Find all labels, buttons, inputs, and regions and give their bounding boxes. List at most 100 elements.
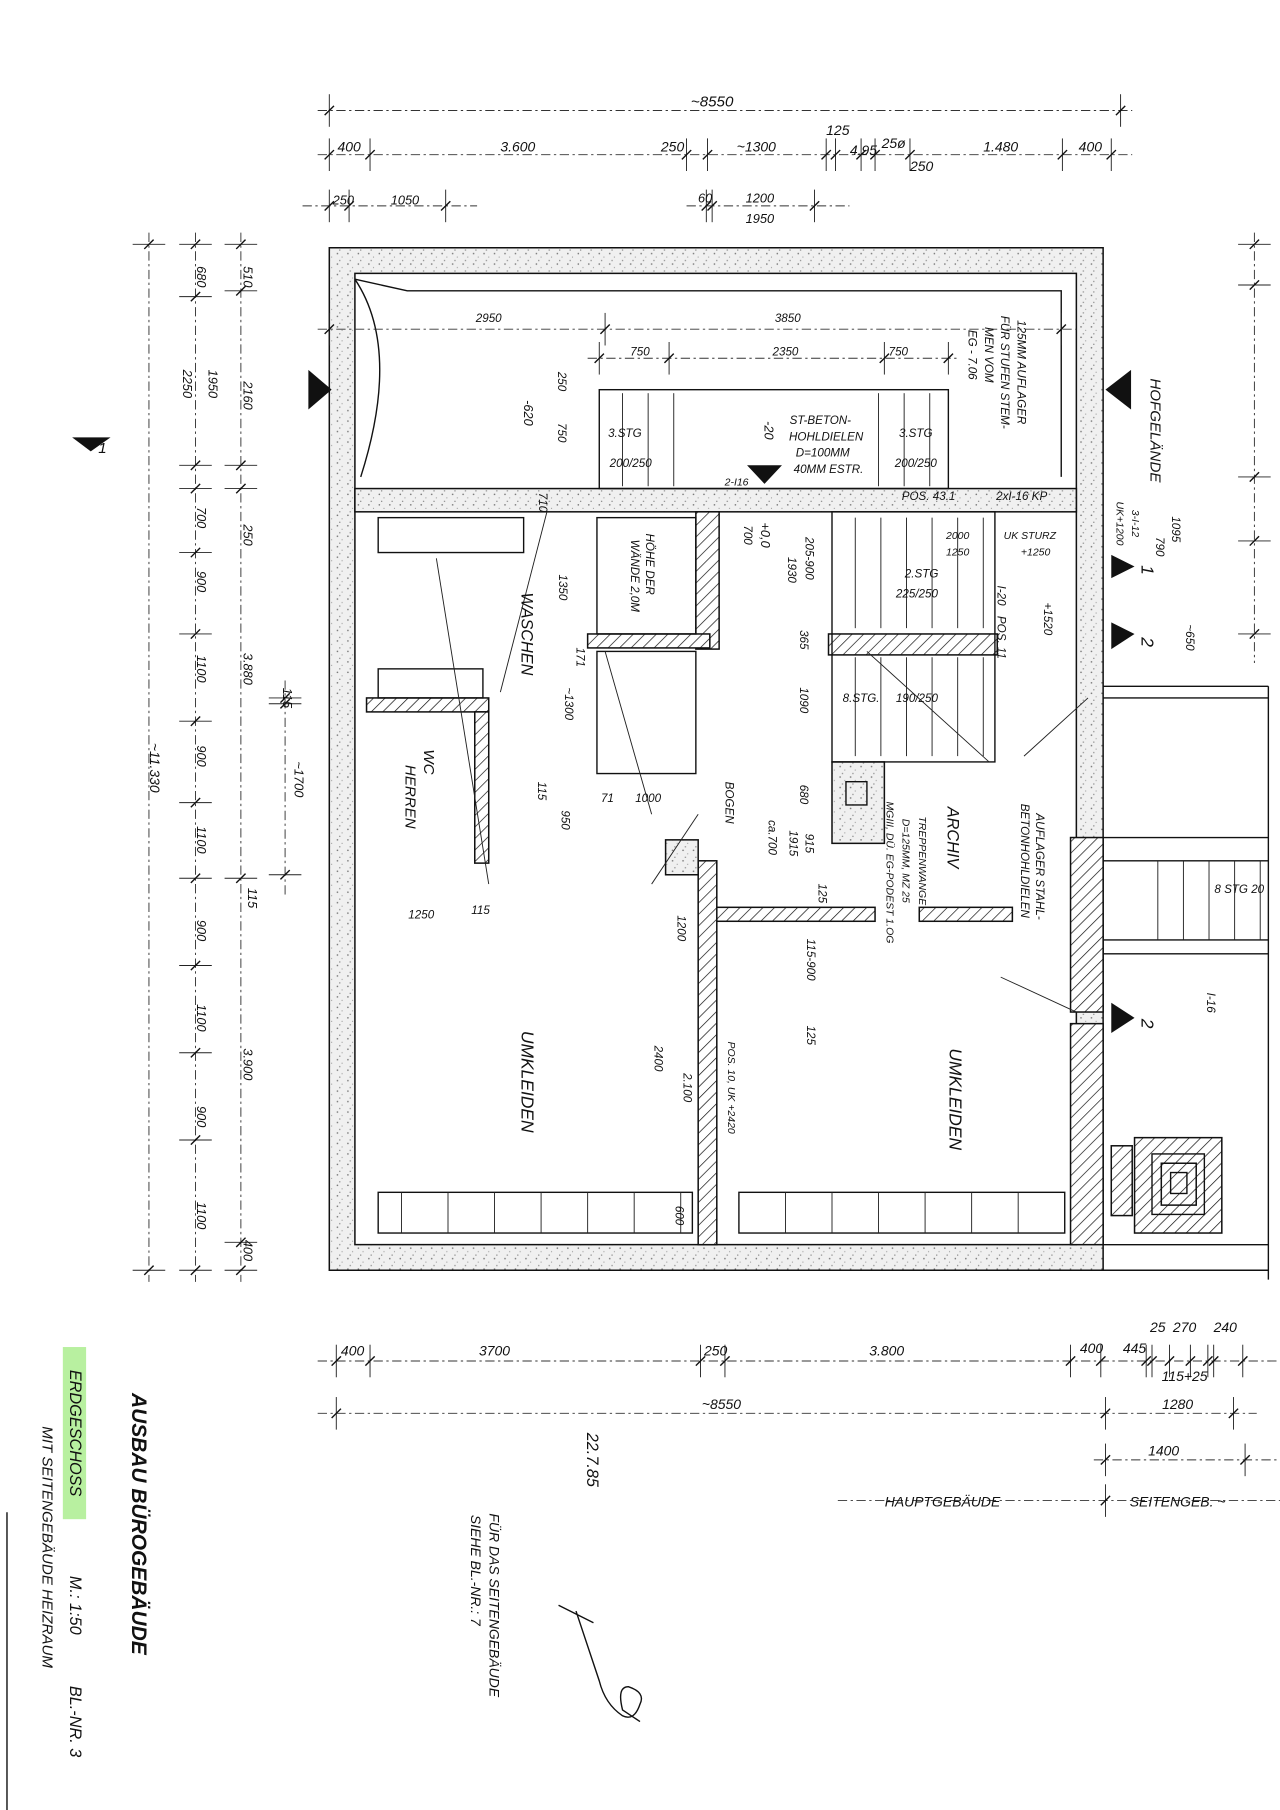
support-note: MEN VOM	[982, 327, 995, 383]
dimension-line	[1056, 324, 1067, 335]
dimension-lines	[132, 94, 1280, 1517]
stair-wall-note: MGIII, DÜ. EG-PODEST 1.OG	[883, 801, 895, 943]
dimension-line	[1249, 239, 1260, 250]
stair-wall	[827, 633, 998, 656]
slab-note: ST-BETON-	[790, 414, 852, 427]
dimension-line	[435, 558, 490, 885]
dim-label: 1400	[1148, 1442, 1179, 1458]
note-line-1: FÜR DAS SEITENGEBÄUDE	[487, 1513, 504, 1697]
dimension-line	[702, 149, 713, 160]
section-label: 1	[1138, 565, 1158, 575]
dimension-line	[855, 149, 867, 160]
dimension-line	[1106, 149, 1117, 160]
dim-label: 400	[337, 138, 361, 154]
lintel-label: 1250	[946, 547, 969, 558]
dim-label: 1100	[194, 1004, 209, 1031]
section-arrow-1	[72, 437, 111, 452]
dimension-line	[324, 149, 335, 160]
dim-label: ~11.330	[147, 743, 163, 793]
beam-label: POS. 10, UK +2420	[725, 1042, 736, 1134]
dim-label: 1280	[1162, 1396, 1193, 1412]
shower-wall	[695, 511, 720, 650]
dim-label: 400	[341, 1342, 365, 1358]
wall-height-note: WÄNDE 2,0M	[628, 540, 641, 613]
dim-label: 250	[332, 193, 354, 208]
section-label: 2	[1138, 636, 1158, 647]
dim-label: 445	[1123, 1340, 1147, 1356]
lintel-label: 2000	[945, 531, 969, 542]
wc-side-wall	[474, 711, 490, 864]
dimension-line	[190, 1265, 201, 1276]
section-label: 2	[1138, 1018, 1158, 1029]
section-arrow-2a	[1111, 622, 1135, 650]
beam-label: I-20	[995, 586, 1008, 607]
beam-label: UK+1200	[1114, 501, 1125, 545]
area-label-hauptgebaeude: HAUPTGEBÄUDE	[885, 1494, 1001, 1510]
dim-label: 1100	[194, 655, 209, 682]
dimension-line	[324, 200, 335, 212]
slab-note: 40MM ESTR.	[794, 463, 864, 476]
dimension-line	[879, 353, 890, 364]
bogen-label: BOGEN	[722, 782, 735, 825]
dim-label: 790	[1153, 537, 1166, 557]
dimension-line	[190, 716, 201, 727]
dimension-line	[190, 628, 201, 640]
dim-label: 171	[573, 648, 586, 667]
dimension-line	[190, 797, 201, 808]
scale-label: M.: 1:50	[66, 1576, 84, 1635]
dim-label: 950	[558, 810, 571, 830]
dim-label: 115	[471, 904, 490, 917]
dim-label: 1950	[205, 370, 220, 398]
dimension-line	[190, 873, 201, 884]
dim-label: 1930	[785, 557, 798, 583]
dim-label: ca.700	[765, 820, 778, 855]
dim-label: 700	[741, 525, 754, 545]
dimension-line	[1141, 1355, 1152, 1367]
slab-note: D=100MM	[796, 447, 850, 460]
dim-label: 250	[909, 158, 934, 174]
umkleiden-divider	[697, 860, 718, 1246]
dimension-line	[1065, 1355, 1076, 1367]
dimension-line	[1249, 628, 1260, 640]
dimension-line	[364, 1355, 376, 1367]
dimension-line	[701, 200, 712, 212]
dim-label: 900	[194, 1106, 209, 1127]
dim-label: 25ø	[881, 135, 907, 151]
section-label: 1	[98, 440, 106, 457]
dimension-line	[866, 651, 990, 763]
dimension-line	[235, 460, 247, 471]
dim-label: 71	[601, 792, 614, 805]
support-note: FÜR STUFEN STEM-	[998, 316, 1011, 429]
dimension-line	[343, 200, 355, 212]
dimension-line	[1237, 1355, 1248, 1367]
dim-label: ~8550	[702, 1396, 741, 1412]
dim-label: 710	[536, 493, 549, 513]
dimension-line	[190, 547, 201, 558]
level-label: +1520	[1041, 603, 1054, 636]
dimension-line	[1249, 279, 1260, 291]
wall-height-note: HÖHE DER	[643, 533, 656, 595]
project-title: AUSBAU BÜROGEBÄUDE	[127, 1392, 150, 1656]
dim-label: 750	[555, 423, 568, 443]
room-label-archiv: ARCHIV	[944, 806, 962, 871]
dim-label: 250	[240, 523, 255, 545]
dimension-line	[364, 149, 376, 160]
dim-label: 115	[245, 888, 260, 909]
dimension-line	[143, 239, 155, 250]
dim-label: 2350	[772, 346, 799, 359]
dimension-line	[499, 511, 548, 693]
shower-divider	[586, 633, 711, 649]
dimension-line	[1249, 535, 1260, 547]
area-label-hofgelaende: HOFGELÄNDE	[1146, 378, 1163, 483]
dimension-line	[190, 1047, 201, 1058]
stair-wall-note: TREPPENWANGE	[916, 816, 927, 906]
dimension-line	[190, 483, 201, 494]
stair-label: 8 STG 20	[1214, 883, 1264, 896]
dim-label: 900	[194, 571, 209, 592]
dim-label: 680	[194, 266, 209, 287]
dim-label: 3.900	[240, 1048, 255, 1080]
floor-name: ERDGESCHOSS	[66, 1370, 84, 1497]
dimension-line	[440, 200, 451, 212]
note-line-2: SIEHE BL.-NR.: 7	[468, 1515, 484, 1627]
